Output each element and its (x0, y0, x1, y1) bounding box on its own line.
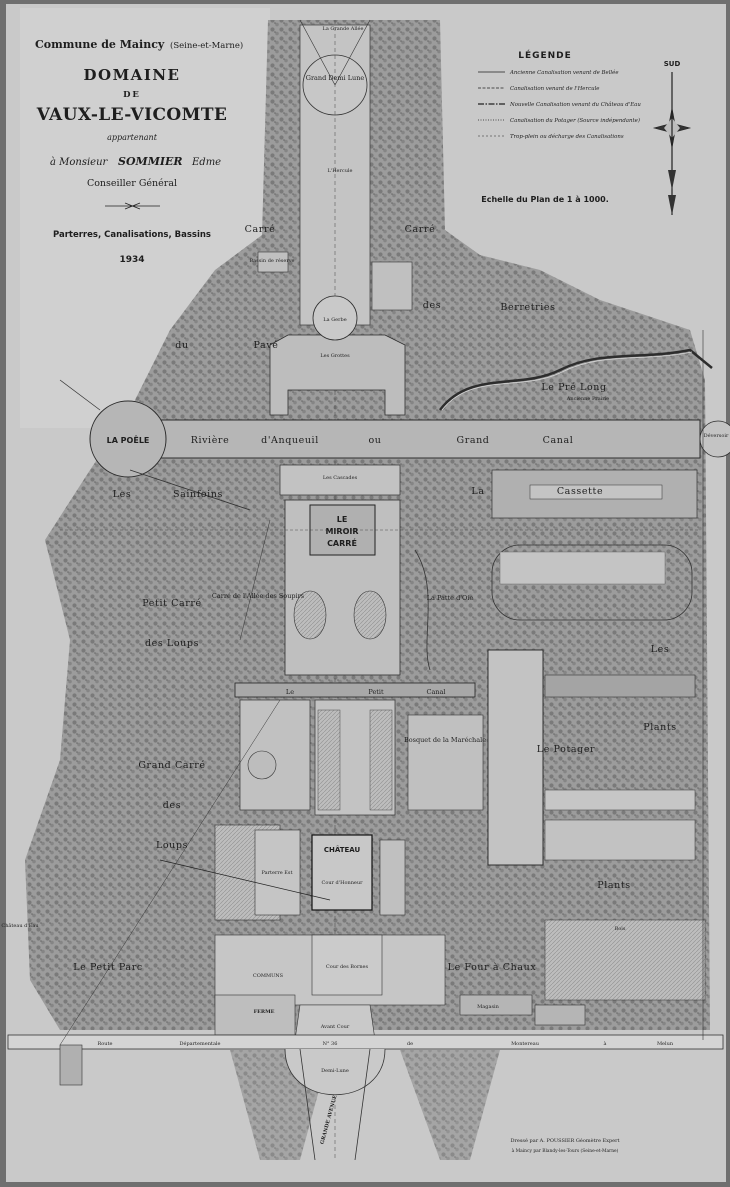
place-label: Les (113, 489, 132, 500)
owner-role: Conseiller Général (87, 178, 177, 189)
place-label: Les Grottes (320, 353, 350, 359)
place-label: L'Hercule (328, 168, 353, 174)
place-label: Le Potager (537, 744, 595, 755)
place-label: d'Anqueuil (261, 435, 319, 446)
place-label: Magasin (477, 1004, 499, 1010)
place-label: Déversoir (704, 432, 729, 439)
place-label: Le (286, 688, 294, 696)
la-poele (89, 400, 167, 478)
road-label: de (407, 1041, 413, 1047)
place-label: Carré (405, 224, 436, 235)
place-label: Petit (368, 688, 384, 696)
place-label: Le Four à Chaux (448, 962, 537, 973)
legend-entry: Canalisation du Potager (Source indépend… (510, 117, 640, 124)
place-label: CHÂTEAU (324, 845, 361, 854)
credit-block: Dressé par A. POUSSIER Géomètre Expert à… (510, 1137, 619, 1154)
legend-heading: LÉGENDE (518, 49, 572, 61)
place-label: Plants (597, 880, 631, 891)
place-label: Les Cascades (323, 475, 358, 481)
legend: LÉGENDE Ancienne Canalisation venant de … (478, 49, 641, 204)
place-label: La (471, 486, 484, 497)
road-label: Montereau (511, 1041, 540, 1047)
chateau (311, 834, 373, 911)
legend-entry: Trop-plein ou décharge des Canalisations (510, 133, 624, 140)
legend-entry: Canalisation venant de l'Hercule (510, 86, 599, 92)
place-label: Bois (615, 926, 626, 932)
place-label: COMMUNS (253, 973, 284, 979)
scale: Echelle du Plan de 1 à 1000. (481, 195, 609, 204)
road-label: Départementale (180, 1040, 221, 1047)
place-label: Grand (457, 435, 490, 446)
road-label: Route (98, 1041, 113, 1047)
place-label: Sainfoins (173, 489, 223, 500)
place-label: LE (337, 515, 348, 524)
owner-first: Edme (191, 157, 221, 168)
commune: Commune de Maincy (35, 38, 165, 51)
road-label: N° 36 (323, 1041, 338, 1047)
legend-entry: Ancienne Canalisation venant de Bellée (509, 69, 619, 76)
place-label: des (423, 300, 441, 311)
owner-prefix: à Monsieur (50, 157, 109, 168)
potager (487, 649, 544, 866)
place-label: Le Petit Parc (73, 962, 143, 973)
place-label: Cassette (557, 486, 603, 497)
place-label: ou (368, 435, 381, 446)
place-label: Cour d'Honneur (322, 880, 364, 886)
compass-label: SUD (664, 60, 681, 68)
credit-line: Dressé par A. POUSSIER Géomètre Expert (510, 1137, 619, 1144)
place-label: Loups (156, 840, 188, 851)
place-label: du (175, 340, 188, 351)
place-label: Les (651, 644, 670, 655)
subtitle: Parterres, Canalisations, Bassins (53, 230, 211, 240)
place-label: Canal (427, 688, 446, 696)
title-block: Commune de Maincy (Seine-et-Marne) DOMAI… (35, 38, 243, 265)
place-label: des Loups (145, 638, 199, 649)
place-label: Rivière (191, 435, 230, 446)
place-label: FERME (254, 1009, 275, 1015)
grand-canal (99, 419, 701, 459)
place-label: Château d'Eau (1, 922, 39, 929)
place-label: Bosquet de la Maréchale (404, 736, 486, 744)
compass-rose: SUD (652, 60, 692, 215)
place-label: Bassin de réserve (250, 257, 295, 264)
place-label: La Grande Allée (323, 25, 364, 32)
place-label: LA POÊLE (107, 434, 150, 445)
title-name: VAUX-LE-VICOMTE (36, 105, 227, 125)
place-label: MIROIR (325, 527, 358, 536)
road-label: à (604, 1040, 607, 1047)
petit-canal (234, 682, 476, 698)
place-label: des (163, 800, 181, 811)
commune-note: (Seine-et-Marne) (170, 40, 243, 51)
place-label: Avant Cour (320, 1024, 350, 1030)
place-label: Canal (543, 435, 574, 446)
place-label: Cour des Bornes (326, 964, 369, 970)
year: 1934 (119, 255, 144, 265)
place-label: Carré de l'Allée des Soupirs (212, 592, 304, 600)
route-departementale (7, 1034, 724, 1050)
place-label: Le Pré Long (541, 382, 606, 393)
place-label: Demi-Lune (321, 1068, 349, 1074)
road-label: Melun (657, 1041, 674, 1047)
place-label: Grand Carré (138, 760, 205, 771)
place-label: CARRÉ (327, 537, 357, 548)
place-label: Pavé (253, 340, 278, 351)
place-label: La Patte d'Oie (427, 594, 474, 602)
title-appartenant: appartenant (107, 133, 158, 142)
credit-line: à Maincy par Blandy-les-Tours (Seine-et-… (512, 1149, 619, 1154)
place-label: Petit Carré (142, 598, 202, 609)
place-label: Plants (643, 722, 677, 733)
place-label: Parterre Est (261, 870, 292, 876)
place-label: Carré (245, 224, 276, 235)
place-label: Grand Demi Lune (306, 74, 365, 82)
title-domaine: DOMAINE (84, 66, 181, 84)
place-label: Ancienne Prairie (566, 396, 610, 402)
place-label: Berretries (500, 302, 555, 313)
title-de: DE (123, 90, 141, 100)
owner-name: SOMMIER (118, 155, 183, 168)
legend-entry: Nouvelle Canalisation venant du Château … (509, 101, 641, 108)
place-label: La Gerbe (323, 317, 346, 323)
